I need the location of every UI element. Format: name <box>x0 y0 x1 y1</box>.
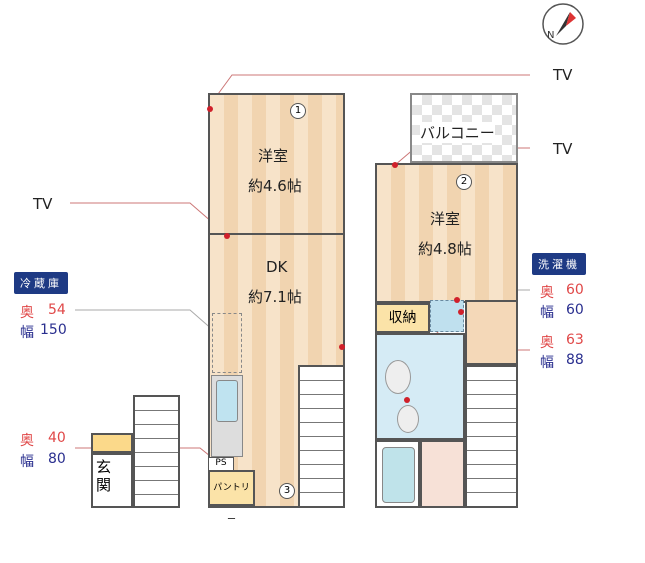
shoe-cabinet <box>91 433 133 453</box>
fridge-depth-label: 奥 <box>20 305 34 321</box>
tv-label: TV <box>553 140 573 158</box>
outlet-icon <box>339 344 345 350</box>
balcony-label: バルコニー <box>420 122 495 143</box>
washroom-toilet <box>375 333 465 440</box>
washer-space <box>430 300 464 332</box>
staircase <box>465 365 518 508</box>
shoe-depth-label: 奥 <box>20 433 34 449</box>
shoe-width: 80 <box>48 451 66 467</box>
washer-width-label: 幅 <box>540 305 554 321</box>
room-name: 洋室 <box>430 210 461 228</box>
bathroom <box>375 440 420 508</box>
kitchen-counter <box>211 375 243 457</box>
tv-label: TV <box>553 66 573 84</box>
room-name: 洋室 <box>258 147 289 165</box>
washer-badge: 洗濯機 <box>532 253 586 275</box>
entrance <box>91 453 133 508</box>
washer-depth-label: 奥 <box>540 285 554 301</box>
north-arrow-icon: N <box>542 3 584 45</box>
svg-text:N: N <box>547 30 554 41</box>
room-name: DK <box>266 258 288 276</box>
washer-depth: 60 <box>566 282 584 298</box>
room-1 <box>208 93 345 235</box>
washer-depth2: 63 <box>566 332 584 348</box>
pantry: パントリー <box>208 470 255 525</box>
washbasin-icon <box>397 405 419 433</box>
staircase <box>298 365 345 508</box>
outlet-icon <box>458 309 464 315</box>
shoe-width-label: 幅 <box>20 454 34 470</box>
entrance-label: 玄関 <box>96 458 112 494</box>
outlet-icon <box>392 162 398 168</box>
room-number: 2 <box>456 174 472 190</box>
outlet-icon <box>454 297 460 303</box>
fridge-badge: 冷蔵庫 <box>14 272 68 294</box>
shoe-depth: 40 <box>48 430 66 446</box>
fridge-width: 150 <box>40 322 67 338</box>
storage: 収納 <box>375 303 430 333</box>
room-number: 1 <box>290 103 306 119</box>
room-number: 3 <box>279 483 295 499</box>
washer-width2: 88 <box>566 352 584 368</box>
tv-label: TV <box>33 195 53 213</box>
room-size: 約4.8帖 <box>418 240 472 258</box>
room-size: 約4.6帖 <box>248 177 302 195</box>
room-2 <box>375 163 518 303</box>
outlet-icon <box>404 397 410 403</box>
fridge-space <box>212 313 242 373</box>
bathtub-icon <box>382 447 415 503</box>
washer-width: 60 <box>566 302 584 318</box>
sink-icon <box>216 380 238 422</box>
fridge-depth: 54 <box>48 302 66 318</box>
room-size: 約7.1帖 <box>248 288 302 306</box>
toilet-icon <box>385 360 411 394</box>
outlet-icon <box>207 106 213 112</box>
hallway <box>465 300 518 365</box>
staircase <box>133 395 180 508</box>
outlet-icon <box>224 233 230 239</box>
washer-width2-label: 幅 <box>540 355 554 371</box>
washer-depth2-label: 奥 <box>540 335 554 351</box>
fridge-width-label: 幅 <box>20 325 34 341</box>
changing-room <box>420 440 465 508</box>
